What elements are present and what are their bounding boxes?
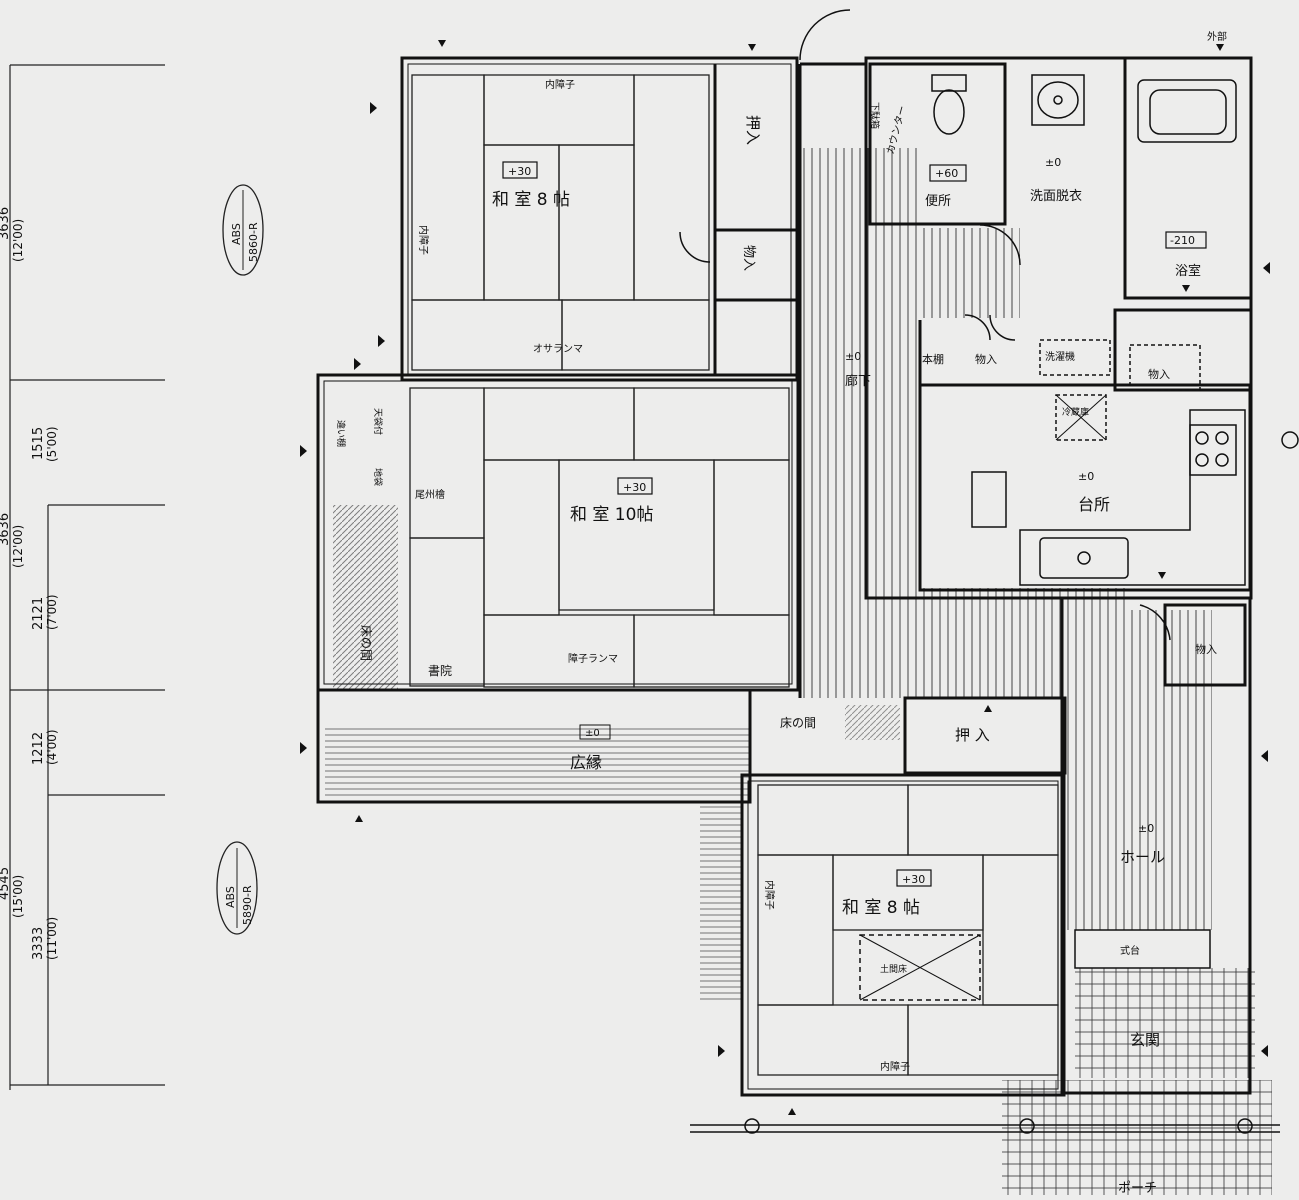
shoji-ranma: 障子ランマ [568, 652, 618, 665]
dim-d2-ft: (5'00) [45, 426, 59, 462]
dim-d6-ft: (15'00) [11, 875, 25, 918]
shitabako: 下駄箱 [869, 102, 881, 129]
abs2-line1: ABS [224, 886, 237, 908]
senmen-name: 洗面脱衣 [1030, 188, 1082, 204]
dimension-labels: 3636 (12'00) 1515 (5'00) 3636 (12'00) 21… [0, 207, 59, 960]
doma: 土間床 [880, 963, 907, 975]
abs1-line1: ABS [230, 223, 243, 245]
abs2-line2: 5890-R [241, 885, 254, 925]
dim-d2: 1515 [31, 427, 46, 460]
jibukuro: 地袋 [372, 468, 384, 486]
misc-labels: 内障子 内障子 内障子 内障子 押入 物入 オサランマ 障子ランマ 床の間 書院… [335, 30, 1227, 1073]
chigaidana: 違い棚 [335, 420, 347, 447]
washitsu-8-top-level: +30 [508, 165, 531, 178]
sink-icon [1039, 537, 1129, 579]
dim-d4-ft: (7'00) [45, 594, 59, 630]
hall-level: ±0 [1138, 822, 1154, 835]
abs-stamp-2: ABS 5890-R [216, 841, 258, 935]
dimension-ruler [9, 64, 165, 1090]
hondana: 本棚 [922, 352, 944, 366]
rouka-name: 廊下 [845, 373, 871, 389]
sentakuki: 洗濯機 [1045, 350, 1075, 363]
dim-d4: 2121 [31, 597, 46, 630]
floor-textures [325, 148, 1272, 1195]
dim-d5: 1212 [31, 732, 46, 765]
monoire-top: 物入 [741, 245, 756, 271]
yokushitsu-name: 浴室 [1175, 263, 1201, 279]
abs-stamp-1: ABS 5860-R [222, 184, 264, 276]
benjo-name: 便所 [925, 194, 951, 209]
tokonoma-left: 床の間 [359, 625, 373, 661]
washitsu-8-bottom-name: 和 室 8 帖 [842, 898, 920, 918]
washbasin-icon [1031, 74, 1085, 126]
toilet-icon [931, 74, 967, 135]
bishuhashira: 尾州檜 [415, 488, 445, 501]
oshiire-mid: 押 入 [955, 726, 990, 744]
direction-markers [300, 40, 1270, 1115]
rouka-level: ±0 [845, 350, 861, 363]
dim-d3-ft: (12'00) [11, 525, 25, 568]
shikidai: 式台 [1120, 944, 1140, 957]
washitsu-8-top-name: 和 室 8 帖 [492, 190, 570, 210]
dim-d5-ft: (4'00) [45, 729, 59, 765]
level-boxes [502, 161, 1207, 887]
shoin: 書院 [428, 664, 452, 678]
reizouko: 冷蔵庫 [1062, 406, 1089, 418]
uchishoji-left: 内障子 [417, 225, 430, 255]
tenbukuro: 天袋付 [372, 408, 384, 435]
monoire-hall: 物入 [1195, 642, 1217, 656]
uchishoji-bottom-left: 内障子 [763, 880, 776, 910]
washitsu-8-bottom-level: +30 [902, 873, 925, 886]
osaranma: オサランマ [533, 343, 583, 355]
dim-d7-ft: (11'00) [45, 917, 59, 960]
gaihou: 外部 [1207, 30, 1227, 43]
dim-d3: 3636 [0, 513, 12, 546]
dim-d7: 3333 [31, 927, 46, 960]
monoire-kitchen: 物入 [975, 352, 997, 366]
room-labels: +30 和 室 8 帖 +30 和 室 10帖 +30 和 室 8 帖 ±0 廊… [492, 156, 1201, 1196]
hiroen-level: ±0 [585, 728, 600, 739]
stove-icon [1189, 424, 1237, 476]
senmen-level: ±0 [1045, 156, 1061, 169]
walls [316, 56, 1253, 1097]
oshiire-top: 押入 [744, 115, 762, 145]
daidokoro-level: ±0 [1078, 470, 1094, 483]
dim-d6: 4545 [0, 867, 12, 900]
yokushitsu-level: -210 [1170, 234, 1195, 247]
fixtures [679, 9, 1299, 1134]
dim-d1-ft: (12'00) [11, 219, 25, 262]
porch-name: ポーチ [1118, 1181, 1157, 1196]
uchishoji-bottom: 内障子 [880, 1060, 910, 1073]
genkan-name: 玄関 [1130, 1031, 1160, 1049]
tokonoma-mid: 床の間 [780, 716, 816, 730]
tatami-mats [409, 74, 1059, 1076]
uchishoji-top: 内障子 [545, 78, 575, 91]
monoire-bath: 物入 [1148, 367, 1170, 381]
washitsu-10-level: +30 [623, 481, 646, 494]
abs1-line2: 5860-R [247, 222, 260, 262]
bathtub-icon [1137, 79, 1237, 143]
hiroen-name: 広縁 [570, 753, 602, 772]
daidokoro-name: 台所 [1078, 495, 1110, 514]
benjo-level: +60 [935, 167, 958, 180]
washitsu-10-name: 和 室 10帖 [570, 505, 653, 525]
hall-name: ホール [1120, 848, 1165, 866]
dim-d1: 3636 [0, 207, 12, 240]
